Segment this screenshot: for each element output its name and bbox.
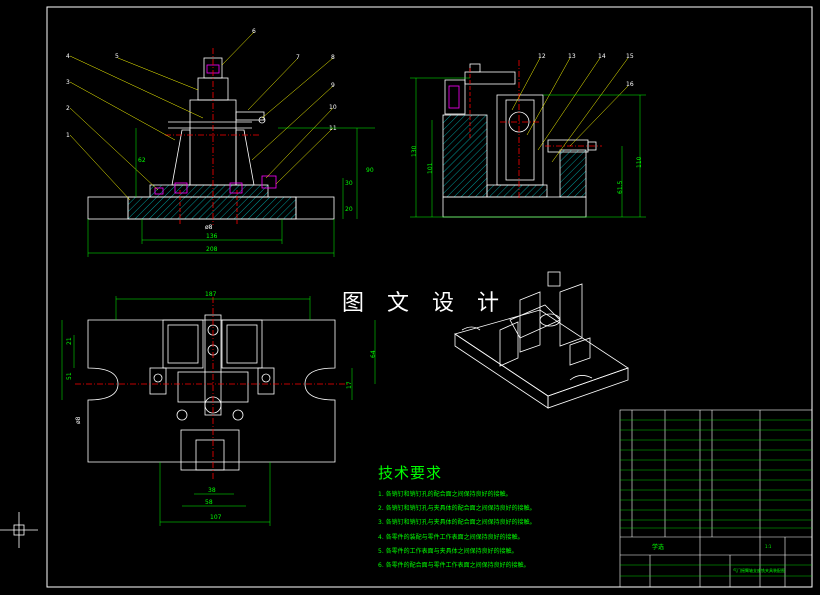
dim-38: 38 <box>208 487 216 494</box>
watermark-text: 图 文 设 计 <box>342 291 507 316</box>
top-view <box>75 297 350 480</box>
svg-text:15: 15 <box>626 53 634 60</box>
front-view-dimensions <box>87 127 375 257</box>
svg-text:2: 2 <box>66 105 70 112</box>
top-view-dimensions <box>61 296 376 526</box>
dim-110: 110 <box>636 156 643 168</box>
side-view <box>442 60 602 218</box>
title-block-designer: 学选 <box>652 543 664 551</box>
dim-187: 187 <box>205 291 217 298</box>
svg-text:10: 10 <box>329 104 337 111</box>
requirement-item: 3. 各销钉和销钉孔与夹具体的配合面之间保持良好的接触。 <box>378 519 536 527</box>
title-block-drawing-name: 气门摇臂轴支座铣夹具装配图 <box>733 567 785 573</box>
dim-58: 58 <box>205 499 213 506</box>
dim-30: 30 <box>345 180 353 187</box>
dim-phi8-top: ø8 <box>75 416 82 424</box>
title-block-rows <box>620 419 812 577</box>
dim-90: 90 <box>366 167 374 174</box>
svg-text:9: 9 <box>331 82 335 89</box>
front-view <box>87 48 335 225</box>
title-block-scale: 1:1 <box>765 544 772 549</box>
dim-17: 17 <box>346 381 353 389</box>
isometric-view <box>454 271 629 409</box>
svg-text:1: 1 <box>66 132 70 139</box>
svg-text:16: 16 <box>626 81 634 88</box>
side-view-part-numbers: 12 13 14 15 16 <box>538 53 634 88</box>
front-view-part-numbers: 4 5 3 2 1 6 7 8 9 10 11 <box>66 28 337 139</box>
svg-text:13: 13 <box>568 53 576 60</box>
dim-62: 62 <box>138 157 146 164</box>
requirement-item: 5. 各零件的工作表面与夹具体之间保持良好的接触。 <box>378 547 518 555</box>
svg-text:11: 11 <box>329 125 337 132</box>
dim-51: 51 <box>66 372 73 380</box>
dim-phi8: ø8 <box>205 224 213 231</box>
svg-text:8: 8 <box>331 54 335 61</box>
front-view-leaders <box>69 31 334 201</box>
technical-requirements-title: 技术要求 <box>378 464 443 482</box>
dim-130: 130 <box>411 145 418 157</box>
svg-text:7: 7 <box>296 54 300 61</box>
requirement-item: 2. 各销钉和销钉孔与夹具体的配合面之间保持良好的接触。 <box>378 505 536 513</box>
dim-136: 136 <box>206 233 218 240</box>
requirement-item: 6. 各零件的配合面与零件工作表面之间保持良好的接触。 <box>378 562 530 570</box>
dim-208: 208 <box>206 246 218 253</box>
dim-61-5: 61.5 <box>617 180 624 194</box>
dim-21: 21 <box>66 337 73 345</box>
drawing-border <box>46 6 813 588</box>
title-block <box>619 409 813 588</box>
crosshair-cursor-icon <box>0 512 38 548</box>
side-view-dimensions <box>410 77 646 218</box>
svg-text:4: 4 <box>66 53 70 60</box>
svg-text:14: 14 <box>598 53 606 60</box>
svg-text:3: 3 <box>66 79 70 86</box>
svg-text:6: 6 <box>252 28 256 35</box>
dim-20: 20 <box>345 206 353 213</box>
requirement-item: 4. 各零件的装配与零件工作表面之间保持良好的接触。 <box>378 533 524 541</box>
requirement-item: 1. 各销钉和销钉孔的配合面之间保持良好的接触。 <box>378 491 512 498</box>
technical-requirements-list: 1. 各销钉和销钉孔的配合面之间保持良好的接触。 2. 各销钉和销钉孔与夹具体的… <box>378 488 536 573</box>
dim-107: 107 <box>210 514 222 521</box>
svg-text:5: 5 <box>115 53 119 60</box>
svg-text:12: 12 <box>538 53 546 60</box>
side-view-leaders <box>511 57 629 163</box>
dim-101: 101 <box>427 162 434 174</box>
dim-64: 64 <box>370 350 377 358</box>
